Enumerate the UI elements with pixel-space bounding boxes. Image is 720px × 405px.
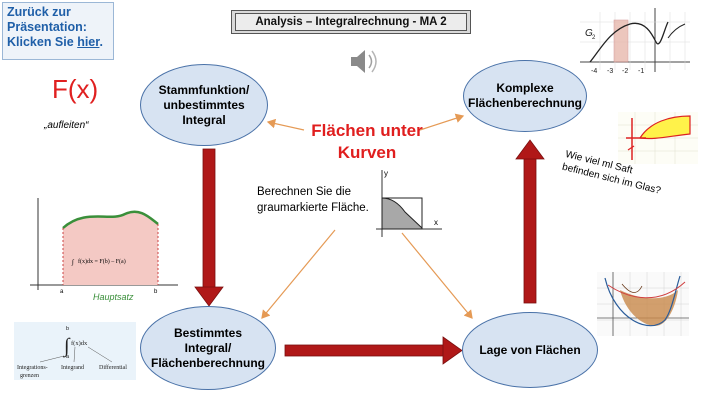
g2-label: G — [585, 28, 593, 39]
g2-tick-4: -1 — [638, 68, 644, 75]
task-line1: Berechnen Sie die — [257, 186, 351, 198]
hauptsatz-caption: Hauptsatz — [93, 292, 134, 302]
fx-label: F(x) — [52, 74, 99, 104]
hauptsatz-illustration: ∫ f(x)dx = F(b) – F(a) a b Hauptsatz — [30, 198, 178, 302]
g2-tick-1: -4 — [591, 68, 597, 75]
notation-grenzen1: Integrations- — [17, 365, 48, 371]
node-lage-von-flaechen[interactable]: Lage von Flächen — [462, 312, 598, 388]
page-title: Analysis – Integralrechnung - MA 2 — [235, 13, 467, 31]
arrow-down-left — [194, 148, 224, 307]
svg-text:∫: ∫ — [71, 258, 75, 266]
notation-integrand: Integrand — [61, 365, 84, 371]
back-link[interactable]: hier — [77, 35, 100, 49]
node-stamm-line2: unbestimmtes — [163, 97, 245, 112]
task-text: Berechnen Sie die graumarkierte Fläche. — [257, 184, 369, 216]
back-link-box: Zurück zur Präsentation: Klicken Sie hie… — [2, 2, 114, 60]
orange-arrow-to-stamm — [266, 118, 305, 131]
node-bestimmt-line2: Integral/ — [184, 340, 232, 355]
integral-notation-illustration: ∫ f(x)dx b a Integrations- grenzen Integ… — [14, 322, 136, 380]
glass-area-illustration — [618, 112, 698, 164]
back-line1: Zurück zur — [7, 5, 71, 19]
notation-differential: Differential — [99, 364, 127, 371]
node-stamm-line3: Integral — [182, 112, 226, 127]
speaker-icon[interactable] — [351, 50, 377, 73]
notation-grenzen2: grenzen — [20, 373, 39, 379]
notation-b: b — [66, 326, 69, 332]
node-stamm-line1: Stammfunktion/ — [158, 82, 250, 97]
node-komplex-line2: Flächenberechnung — [467, 96, 583, 110]
node-lage-label: Lage von Flächen — [479, 342, 581, 357]
g2-tick-3: -2 — [622, 68, 628, 75]
hauptsatz-a: a — [60, 289, 64, 295]
mini-graph-x-label: x — [434, 218, 438, 227]
notation-a: a — [66, 354, 70, 360]
arrow-up-right — [515, 139, 545, 304]
node-bestimmt-line3: Flächenberechnung — [150, 355, 266, 370]
mini-graph-y-label: y — [384, 169, 388, 178]
node-bestimmtes-integral[interactable]: Bestimmtes Integral/ Flächenberechnung — [140, 306, 276, 390]
orange-arrow-to-bestimmt — [261, 229, 336, 319]
node-komplexe-flaechenberechnung[interactable]: Komplexe Flächenberechnung — [463, 60, 587, 132]
back-line2: Präsentation: — [7, 20, 87, 34]
orange-arrow-to-komplex — [419, 113, 465, 131]
back-line3-end: . — [99, 35, 103, 49]
notation-integral: f(x)dx — [71, 340, 88, 347]
hauptsatz-b: b — [154, 289, 158, 295]
center-title-line1: Flächen unter — [311, 121, 423, 140]
g2-graph-illustration: G 2 -4 -3 -2 -1 — [580, 8, 690, 75]
title-box: Analysis – Integralrechnung - MA 2 — [231, 10, 471, 34]
center-title: Flächen unter Kurven — [297, 120, 437, 164]
mini-area-graph: y x — [376, 169, 442, 237]
orange-arrow-to-lage — [401, 232, 473, 319]
parabola-area-illustration — [597, 272, 689, 336]
aufleiten-label: „aufleiten“ — [44, 120, 89, 131]
g2-tick-2: -3 — [607, 68, 613, 75]
node-komplex-line1: Komplexe — [496, 81, 554, 95]
svg-text:∫: ∫ — [62, 335, 71, 358]
center-title-line2: Kurven — [337, 143, 397, 162]
back-line3: Klicken Sie — [7, 35, 78, 49]
arrow-right-bottom — [284, 336, 463, 365]
g2-sub: 2 — [592, 35, 596, 41]
node-bestimmt-line1: Bestimmtes — [173, 325, 243, 340]
node-stammfunktion[interactable]: Stammfunktion/ unbestimmtes Integral — [140, 64, 268, 146]
task-line2: graumarkierte Fläche. — [257, 202, 369, 214]
hauptsatz-formula: f(x)dx = F(b) – F(a) — [78, 258, 126, 265]
